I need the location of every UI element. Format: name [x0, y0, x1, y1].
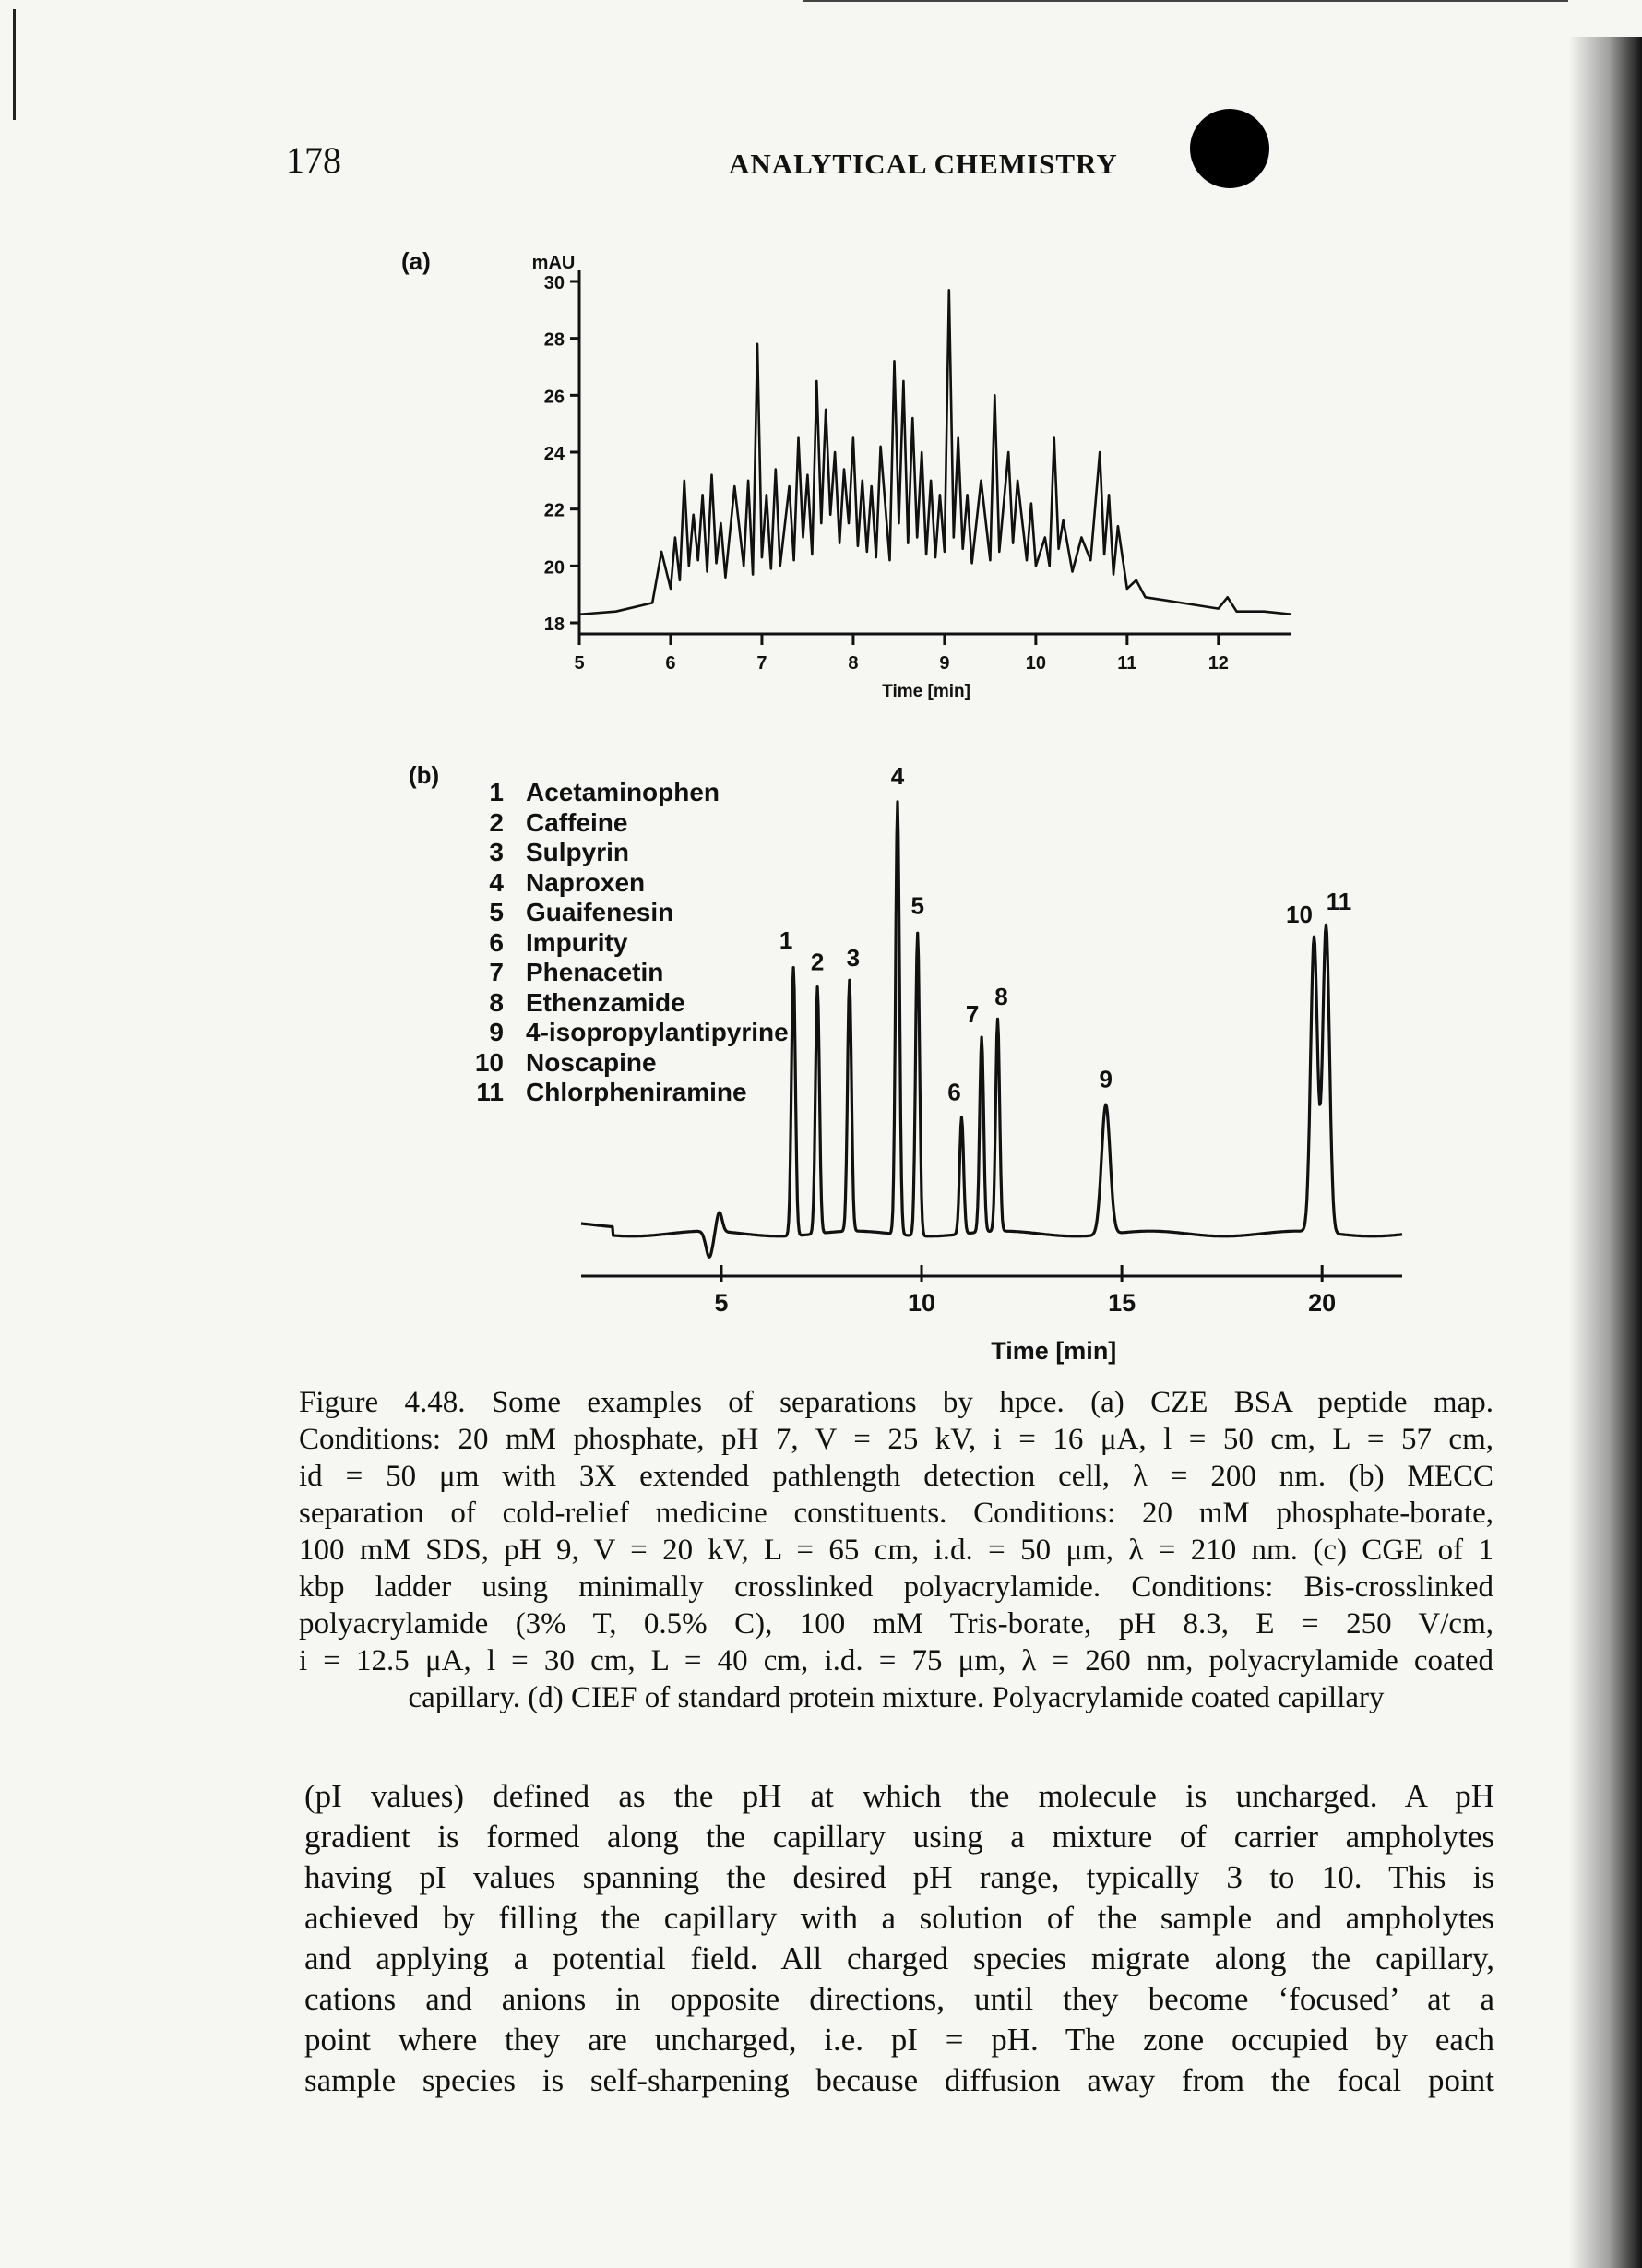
- peak-label: 7: [966, 1000, 979, 1028]
- legend-name: Chlorpheniramine: [526, 1078, 747, 1106]
- y-tick-label: 22: [544, 501, 565, 521]
- legend-item: 6 Impurity: [461, 928, 789, 959]
- running-head: ANALYTICAL CHEMISTRY: [729, 148, 1118, 180]
- caption-line: Figure 4.48. Some examples of separation…: [299, 1386, 1493, 1419]
- x-tick-label: 5: [714, 1289, 728, 1317]
- peak-label: 2: [811, 949, 824, 976]
- body-line: sample species is self-sharpening becaus…: [304, 2062, 1494, 2098]
- x-tick-label: 15: [1108, 1289, 1136, 1317]
- x-tick-label: 5: [574, 653, 584, 674]
- legend-name: Guaifenesin: [526, 898, 674, 926]
- top-rule: [803, 0, 1568, 2]
- caption-line: separation of cold-relief medicine const…: [299, 1497, 1493, 1530]
- x-axis-label: Time [min]: [991, 1337, 1116, 1365]
- y-tick-label: 30: [544, 273, 565, 293]
- x-tick-label: 9: [939, 653, 949, 674]
- legend-number: 3: [489, 838, 504, 866]
- peak-label: 8: [994, 983, 1007, 1010]
- compound-legend: 1 Acetaminophen 2 Caffeine 3 Sulpyrin 4 Naproxe…: [461, 778, 789, 1108]
- legend-name: Ethenzamide: [526, 987, 685, 1017]
- body-line: achieved by filling the capillary with a…: [304, 1900, 1494, 1936]
- legend-item: 8 Ethenzamide: [461, 988, 789, 1019]
- legend-item: 1 Acetaminophen: [461, 778, 789, 808]
- x-tick-label: 6: [665, 653, 675, 674]
- body-line: point where they are uncharged, i.e. pI …: [304, 2022, 1494, 2058]
- caption-line: i = 12.5 μA, l = 30 cm, L = 40 cm, i.d. …: [299, 1644, 1493, 1677]
- legend-number: 1: [489, 778, 504, 806]
- figure-caption: Figure 4.48. Some examples of separation…: [299, 1384, 1493, 1716]
- x-tick-label: 20: [1308, 1289, 1336, 1317]
- legend-name: Impurity: [526, 927, 628, 957]
- margin-mark: [13, 9, 16, 120]
- legend-number: 7: [489, 958, 504, 986]
- panel-b-label: (b): [409, 761, 440, 789]
- peak-label: 1: [779, 926, 792, 954]
- legend-name: Naproxen: [526, 867, 646, 897]
- page-number: 178: [286, 139, 341, 181]
- body-line: having pI values spanning the desired pH…: [304, 1859, 1494, 1895]
- peak-label: 3: [847, 944, 860, 972]
- page-edge-shadow: [1568, 37, 1642, 2268]
- x-tick-label: 10: [1026, 653, 1046, 674]
- y-tick-label: 24: [544, 444, 565, 464]
- legend-item: 10 Noscapine: [461, 1048, 789, 1079]
- legend-number: 8: [489, 987, 504, 1017]
- legend-item: 9 4-isopropylantipyrine: [461, 1018, 789, 1048]
- peak-label: 10: [1286, 901, 1313, 928]
- legend-item: 5 Guaifenesin: [461, 898, 789, 928]
- legend-number: 11: [476, 1078, 504, 1106]
- legend-name: Caffeine: [526, 807, 628, 837]
- legend-name: Noscapine: [526, 1047, 657, 1077]
- x-tick-label: 11: [1117, 653, 1136, 674]
- legend-number: 5: [489, 898, 504, 926]
- x-tick-label: 7: [756, 653, 767, 674]
- peak-label: 5: [910, 892, 923, 920]
- peak-label: 11: [1327, 888, 1352, 915]
- legend-number: 6: [489, 927, 504, 957]
- caption-line: capillary. (d) CIEF of standard protein …: [408, 1681, 1385, 1714]
- y-tick-label: 18: [544, 615, 565, 635]
- caption-line: polyacrylamide (3% T, 0.5% C), 100 mM Tr…: [299, 1607, 1493, 1641]
- y-axis-label: mAU: [532, 253, 576, 273]
- x-tick-label: 8: [848, 653, 858, 674]
- legend-name: Phenacetin: [526, 958, 664, 986]
- legend-item: 2 Caffeine: [461, 808, 789, 839]
- legend-number: 2: [489, 807, 504, 837]
- body-line: (pI values) defined as the pH at which t…: [304, 1778, 1494, 1814]
- y-tick-label: 20: [544, 557, 565, 578]
- caption-line: kbp ladder using minimally crosslinked p…: [299, 1570, 1493, 1604]
- peak-label: 6: [947, 1078, 960, 1105]
- trace-series: [580, 800, 1403, 1259]
- y-tick-label: 28: [544, 330, 565, 351]
- caption-line: Conditions: 20 mM phosphate, pH 7, V = 2…: [299, 1423, 1493, 1456]
- x-axis-label: Time [min]: [882, 682, 970, 701]
- body-line: cations and anions in opposite direction…: [304, 1981, 1494, 2017]
- peak-label: 4: [891, 762, 905, 790]
- ink-blot: [1190, 109, 1269, 188]
- legend-number: 9: [489, 1018, 504, 1046]
- peak-label: 9: [1099, 1065, 1112, 1092]
- x-tick-label: 12: [1208, 653, 1229, 674]
- body-line: and applying a potential field. All char…: [304, 1940, 1494, 1976]
- x-tick-label: 10: [908, 1289, 935, 1317]
- body-line: gradient is formed along the capillary u…: [304, 1819, 1494, 1855]
- legend-item: 7 Phenacetin: [461, 958, 789, 988]
- legend-number: 4: [489, 867, 504, 897]
- legend-number: 10: [474, 1047, 504, 1077]
- caption-line: 100 mM SDS, pH 9, V = 20 kV, L = 65 cm, …: [299, 1534, 1493, 1567]
- legend-name: Sulpyrin: [526, 838, 630, 866]
- panel-a-label: (a): [401, 247, 431, 275]
- trace-series: [578, 289, 1292, 616]
- chart-a: 18 20 22 24 26 28 30 5 6 7 8 9 10 11 12 mAU Time [min]: [532, 253, 1292, 701]
- legend-name: Acetaminophen: [526, 778, 720, 806]
- legend-item: 4 Naproxen: [461, 868, 789, 899]
- y-tick-label: 26: [544, 387, 565, 407]
- legend-name: 4-isopropylantipyrine: [526, 1018, 789, 1046]
- body-paragraph: (pI values) defined as the pH at which t…: [304, 1776, 1494, 2101]
- legend-item: 3 Sulpyrin: [461, 838, 789, 868]
- caption-line: id = 50 μm with 3X extended pathlength d…: [299, 1460, 1493, 1493]
- legend-item: 11 Chlorpheniramine: [461, 1078, 789, 1108]
